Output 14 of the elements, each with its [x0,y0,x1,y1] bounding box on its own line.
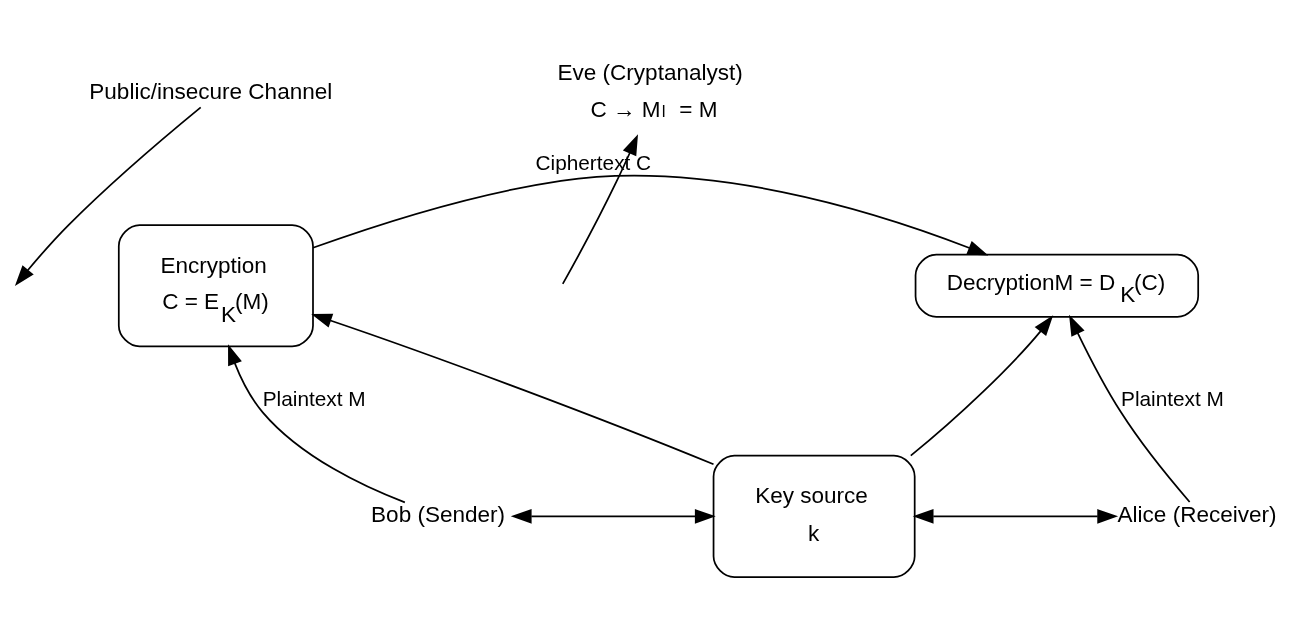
node-text: Alice (Receiver) [1117,501,1277,527]
node-box: Key source k [712,454,916,578]
arrow [311,313,715,465]
arrow [312,174,989,255]
arrow [909,314,1054,456]
arrow [912,508,1119,524]
edge-label: Plaintext M [1121,386,1224,410]
arrow [510,508,716,524]
arrow [1069,314,1191,503]
node-text: Bob (Sender) [371,501,506,527]
arrow [228,343,406,503]
arrow [14,106,202,286]
edge-label: Plaintext M [262,386,366,410]
node-text: Public/insecure Channel [89,78,333,104]
